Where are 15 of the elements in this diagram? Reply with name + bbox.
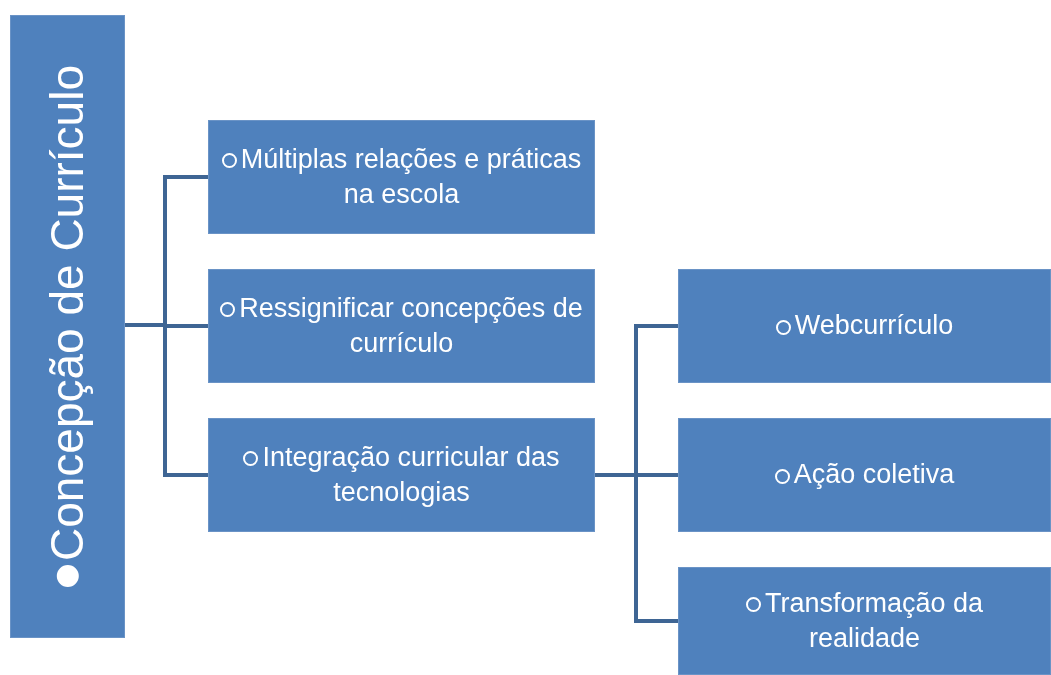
topic-text: Webcurrículo — [794, 310, 954, 341]
topic-text: Integração curricular das tecnologias — [262, 441, 560, 507]
topic-text: Ação coletiva — [793, 459, 955, 490]
topic-text: Concepção de Currículo — [39, 65, 94, 562]
topic-box — [678, 418, 1051, 532]
topic-text: Transformação da realidade — [764, 587, 984, 653]
topic-text: Múltiplas relações e práticas na escola — [240, 143, 582, 209]
topic-box — [10, 15, 125, 638]
topic-text: Ressignificar concepções de currículo — [239, 292, 583, 358]
topic-box — [208, 269, 595, 383]
topic-box — [678, 269, 1051, 383]
topic-box — [678, 567, 1051, 675]
topic-box — [208, 418, 595, 532]
connector-line — [125, 323, 208, 477]
topic-box — [208, 120, 595, 234]
